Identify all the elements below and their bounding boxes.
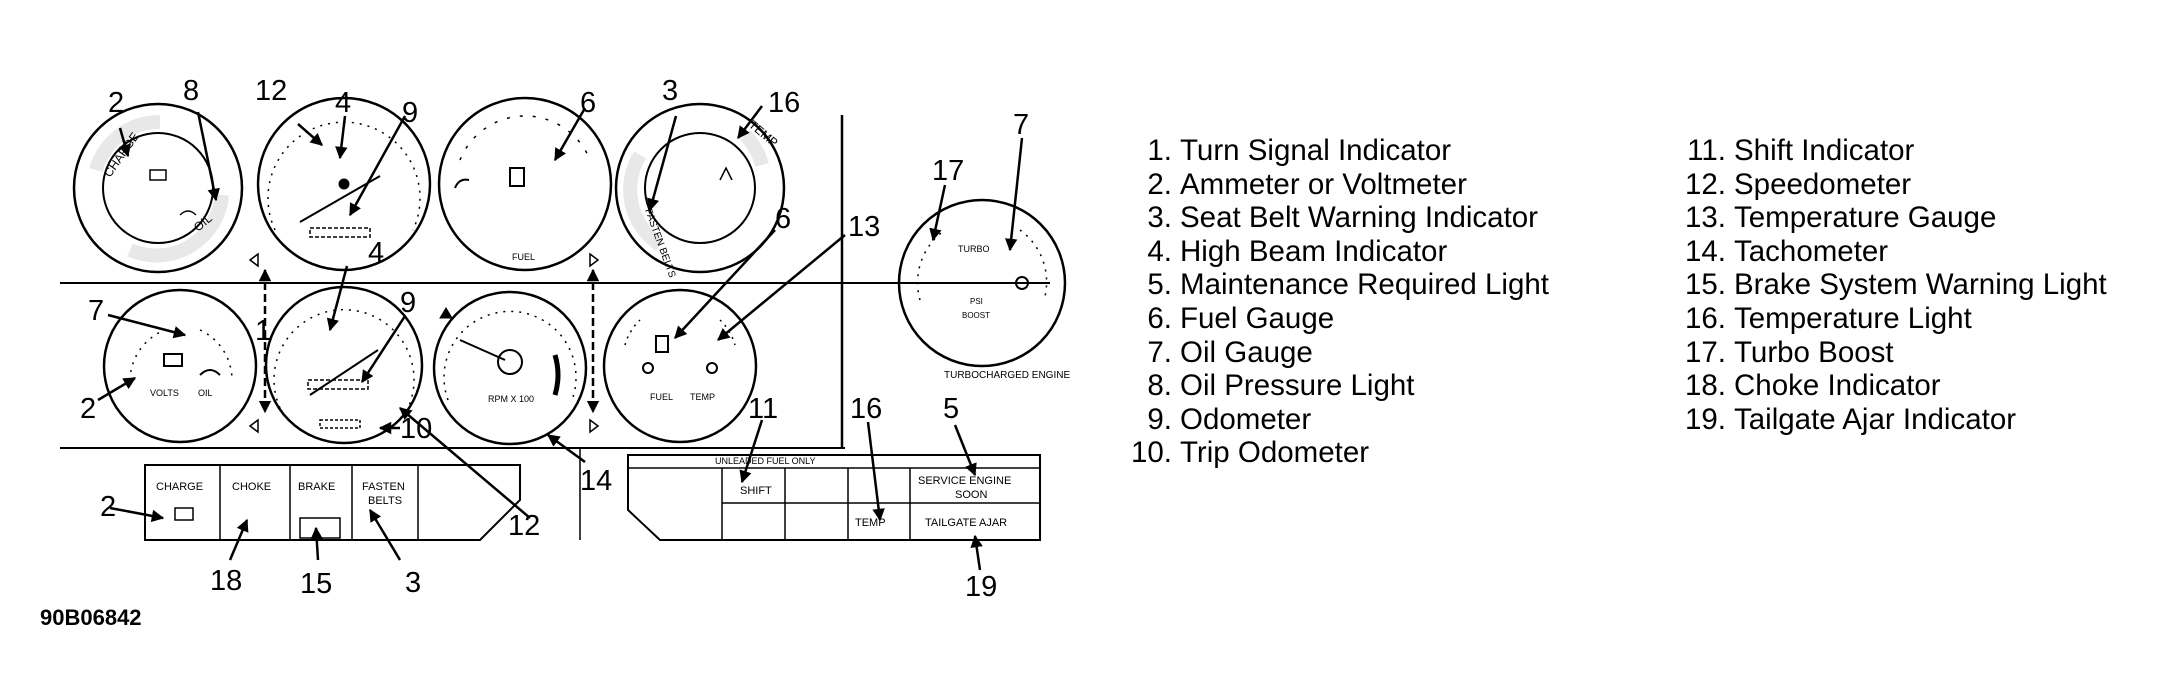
legend-left: 1.Turn Signal Indicator 2.Ammeter or Vol… — [1128, 134, 1549, 470]
right-warning-strip: UNLEADED FUEL ONLY SHIFT SERVICE ENGINE … — [627, 454, 1041, 541]
legend-item: 2.Ammeter or Voltmeter — [1147, 167, 1467, 201]
leader-arrows — [97, 105, 1024, 571]
legend-item: 17.Turbo Boost — [1684, 335, 1894, 369]
callout-9-bottom: 9 — [400, 287, 416, 319]
callout-12-top: 12 — [255, 75, 287, 107]
boost-label: BOOST — [962, 311, 990, 320]
callout-16-bottom: 16 — [850, 393, 882, 425]
legend-item: 14.Tachometer — [1684, 234, 1889, 268]
legend-item: 12.Speedometer — [1684, 167, 1912, 201]
callout-2-top: 2 — [108, 87, 124, 119]
legend-item: 10.Trip Odometer — [1130, 436, 1370, 470]
service-engine-label: SERVICE ENGINE — [918, 475, 1011, 487]
turbo-caption: TURBOCHARGED ENGINE — [944, 370, 1070, 381]
figure-id: 90B06842 — [40, 605, 142, 630]
legend-item: 19.Tailgate Ajar Indicator — [1684, 402, 2017, 436]
callout-1: 1 — [255, 315, 271, 347]
fuel-temp-gauge: FUEL TEMP — [602, 288, 758, 444]
belts-temp-gauge: TEMP FASTEN BELTS — [614, 102, 786, 280]
callout-19: 19 — [965, 571, 997, 603]
brake-light-label: BRAKE — [298, 481, 335, 493]
callout-5: 5 — [943, 393, 959, 425]
callout-4-bottom: 4 — [368, 237, 384, 269]
legend-item: 4.High Beam Indicator — [1147, 234, 1448, 268]
callout-7-bottom: 7 — [88, 295, 104, 327]
callout-3-top: 3 — [662, 75, 678, 107]
turbo-label: TURBO — [958, 244, 990, 254]
fasten-light-label: FASTEN — [362, 481, 405, 493]
left-warning-strip: CHARGE CHOKE BRAKE FASTEN BELTS — [144, 464, 521, 541]
callout-8: 8 — [183, 75, 199, 107]
callout-18: 18 — [210, 565, 242, 597]
choke-light-label: CHOKE — [232, 481, 271, 493]
callout-9-top: 9 — [402, 97, 418, 129]
callout-11: 11 — [748, 393, 778, 425]
charge-light-label: CHARGE — [156, 481, 203, 493]
volts-label: VOLTS — [150, 388, 179, 398]
turn-signal-arrows — [248, 252, 600, 434]
legend-item: 7.Oil Gauge — [1147, 335, 1313, 369]
tachometer: RPM X 100 — [432, 290, 588, 446]
legend-item: 3.Seat Belt Warning Indicator — [1147, 201, 1539, 235]
legend-right: 11.Shift Indicator 12.Speedometer 13.Tem… — [1666, 134, 2107, 436]
soon-label: SOON — [955, 489, 987, 501]
callout-2-strip: 2 — [100, 491, 116, 523]
belts-light-label: BELTS — [368, 495, 402, 507]
oil-label-bottom: OIL — [198, 388, 213, 398]
legend-item: 1.Turn Signal Indicator — [1147, 134, 1452, 167]
legend-item: 6.Fuel Gauge — [1147, 301, 1335, 335]
tailgate-ajar-label: TAILGATE AJAR — [925, 517, 1007, 529]
psi-label: PSI — [970, 297, 983, 306]
callout-4-top: 4 — [335, 87, 351, 119]
legend-item: 8.Oil Pressure Light — [1147, 369, 1415, 403]
callout-numbers: 2 8 12 4 9 6 3 16 7 17 6 13 4 7 9 1 2 10… — [80, 75, 1029, 603]
callout-6-top: 6 — [580, 87, 596, 119]
callout-3-strip: 3 — [405, 567, 421, 599]
shift-light-label: SHIFT — [740, 485, 772, 497]
fuel-gauge-top: FUEL — [437, 96, 613, 272]
legend-item: 11.Shift Indicator — [1687, 134, 1915, 167]
charge-oil-gauge: CHARGE OIL — [72, 102, 244, 274]
speedometer-bottom — [264, 285, 424, 445]
fuel-label-bottom: FUEL — [650, 392, 673, 402]
legend-item: 15.Brake System Warning Light — [1684, 268, 2107, 302]
callout-7-turbo: 7 — [1013, 109, 1029, 141]
legend-item: 13.Temperature Gauge — [1684, 201, 1997, 235]
legend-item: 16.Temperature Light — [1684, 301, 1972, 335]
callout-16-top: 16 — [768, 87, 800, 119]
callout-17: 17 — [932, 155, 964, 187]
callout-14: 14 — [580, 465, 612, 497]
volts-oil-gauge: VOLTS OIL — [102, 288, 258, 444]
callout-15: 15 — [300, 568, 332, 600]
rpm-label: RPM X 100 — [488, 394, 534, 404]
panel-lines — [60, 115, 1050, 540]
legend-item: 18.Choke Indicator — [1684, 369, 1941, 403]
callout-6-bottom: 6 — [775, 203, 791, 235]
fuel-label-top: FUEL — [512, 252, 535, 262]
turbo-boost-gauge: TURBO PSI BOOST TURBOCHARGED ENGINE — [897, 198, 1070, 381]
callout-12-bottom: 12 — [508, 510, 540, 542]
legend-item: 9.Odometer — [1147, 402, 1312, 436]
callout-2-bottom: 2 — [80, 393, 96, 425]
legend-item: 5.Maintenance Required Light — [1147, 268, 1549, 302]
unleaded-label: UNLEADED FUEL ONLY — [715, 456, 816, 466]
callout-13: 13 — [848, 211, 880, 243]
callout-10: 10 — [400, 413, 432, 445]
temp-label-bottom: TEMP — [690, 392, 715, 402]
